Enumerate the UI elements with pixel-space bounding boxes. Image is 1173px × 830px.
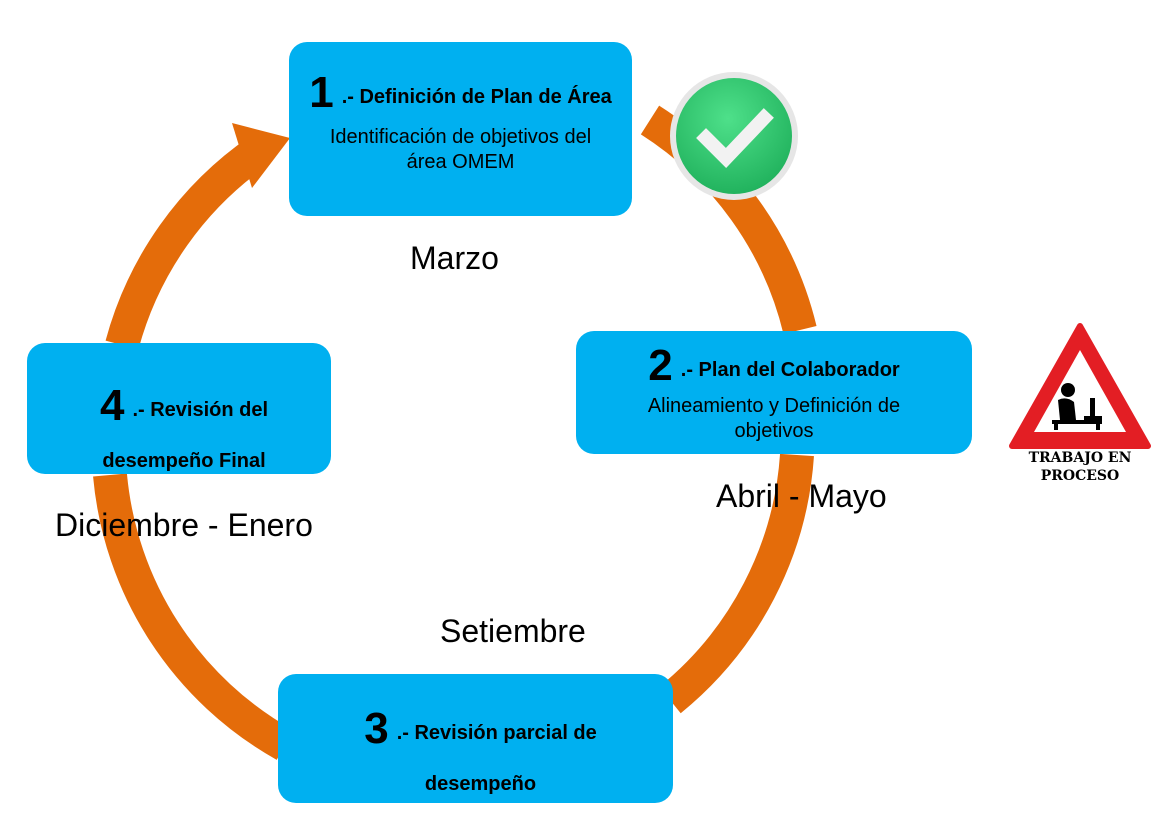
stage-2-period: Abril - Mayo [716,478,887,514]
ring-segment-2-3 [659,453,814,714]
ring-segment-4-1 [105,135,270,350]
stage-4-number: 4 [99,381,125,430]
stage-3-period: Setiembre [440,613,586,649]
stage-2-title: .- Plan del Colaborador [680,359,900,381]
stage-1-number: 1 [309,68,334,117]
stage-4-period: Diciembre - Enero [55,507,313,543]
stage-3-number: 3 [364,704,389,753]
ring-segment-3-4 [93,473,294,760]
stage-1-period: Marzo [410,240,499,276]
stage-4-title: .- Revisión del desempeño Final [102,399,269,472]
stage-1-description: Identificación de objetivos del área OME… [329,126,592,174]
stage-2-description: Alineamiento y Definición de objetivos [647,395,901,443]
stage-2-box: 2 .- Plan del Colaborador Alineamiento y … [576,331,972,454]
warning-sign-icon: TRABAJO EN PROCESO [1009,323,1151,484]
stage-1-title: .- Definición de Plan de Área [341,86,612,108]
stage-3-box: 3.- Revisión parcial de desempeño [278,674,673,803]
check-circle-icon [670,72,798,200]
warning-text-line2: PROCESO [1041,468,1119,484]
arrow-head-1 [232,123,290,188]
warning-text-line1: TRABAJO EN [1029,450,1132,466]
stage-3-title: .- Revisión parcial de desempeño [396,722,597,795]
stage-2-number: 2 [648,341,673,390]
stage-4-box: 4.- Revisión del desempeño Final [27,343,331,474]
stage-1-box: 1 .- Definición de Plan de Área Identific… [289,42,632,216]
